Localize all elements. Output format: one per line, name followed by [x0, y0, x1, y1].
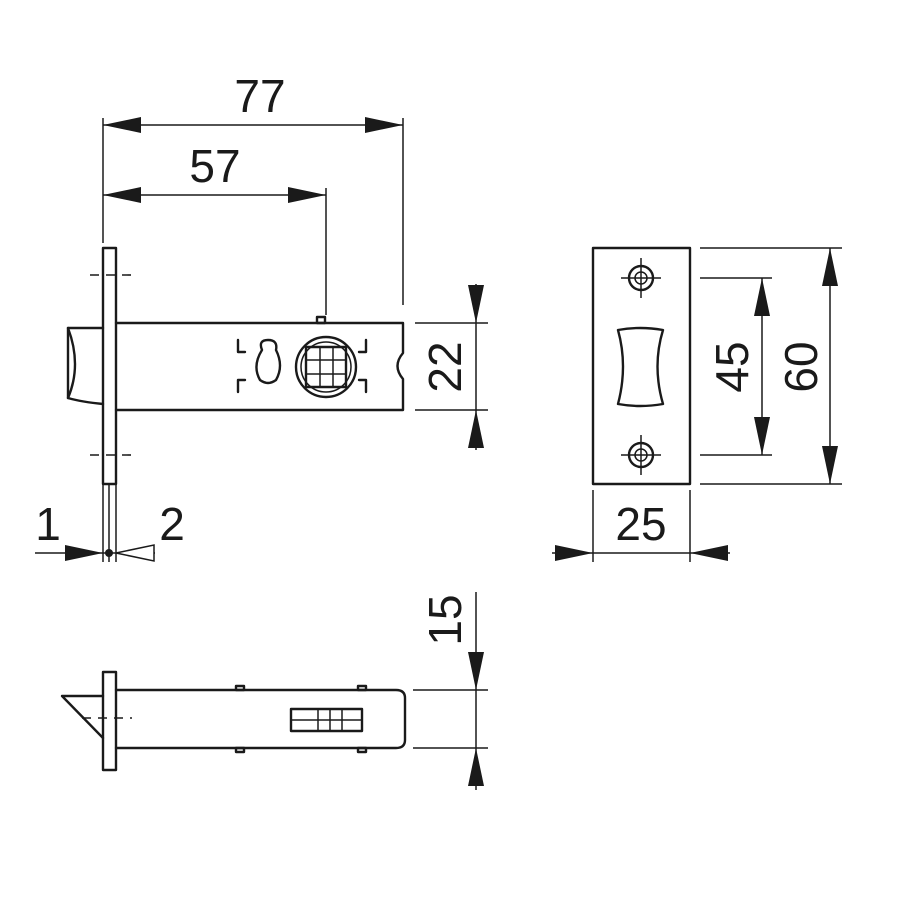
latch-side-view [60, 670, 407, 772]
strike-plate-outline [591, 246, 692, 486]
spindle-follower [294, 335, 358, 399]
dim-label-15: 15 [419, 594, 471, 645]
dimension-plate-thickness: 1 2 [35, 484, 185, 562]
latch-faceplate [101, 246, 118, 486]
dim-label-2: 2 [159, 498, 185, 550]
dim-label-45: 45 [706, 341, 758, 392]
body-tab [315, 315, 327, 325]
latch-front-view [66, 246, 405, 486]
dim-label-25: 25 [615, 498, 666, 550]
dimension-22: 22 [415, 284, 488, 450]
slot-mark-4 [357, 378, 368, 394]
dimension-15: 15 [413, 592, 488, 790]
dim-label-57: 57 [189, 140, 240, 192]
side-rivet-3 [356, 684, 368, 692]
dimension-60: 60 [700, 247, 842, 485]
side-slide [289, 707, 364, 733]
latch-body [114, 321, 405, 412]
strike-screw-bottom [621, 435, 661, 475]
dimension-45: 45 [700, 277, 772, 456]
strike-plate [591, 246, 692, 486]
dim-label-60: 60 [775, 341, 827, 392]
strike-opening [616, 326, 665, 408]
dimension-25: 25 [552, 490, 730, 562]
side-rivet-4 [356, 746, 368, 754]
latch-bolt [66, 326, 105, 406]
slot-mark-1 [236, 338, 247, 354]
dimension-57: 57 [103, 140, 327, 315]
dimension-77: 77 [102, 70, 404, 305]
dim-label-22: 22 [419, 341, 471, 392]
latch-bolt-curve [66, 326, 77, 400]
dim-label-1: 1 [35, 498, 61, 550]
side-rivet-1 [234, 684, 246, 692]
side-body [114, 688, 407, 750]
slot-mark-2 [236, 378, 247, 394]
dim-label-77: 77 [234, 70, 285, 122]
side-latch-bolt [60, 694, 105, 740]
side-faceplate [101, 670, 118, 772]
strike-screw-top [621, 258, 661, 298]
slot-mark-3 [357, 338, 368, 354]
oval-hole [255, 338, 282, 385]
side-rivet-2 [234, 746, 246, 754]
